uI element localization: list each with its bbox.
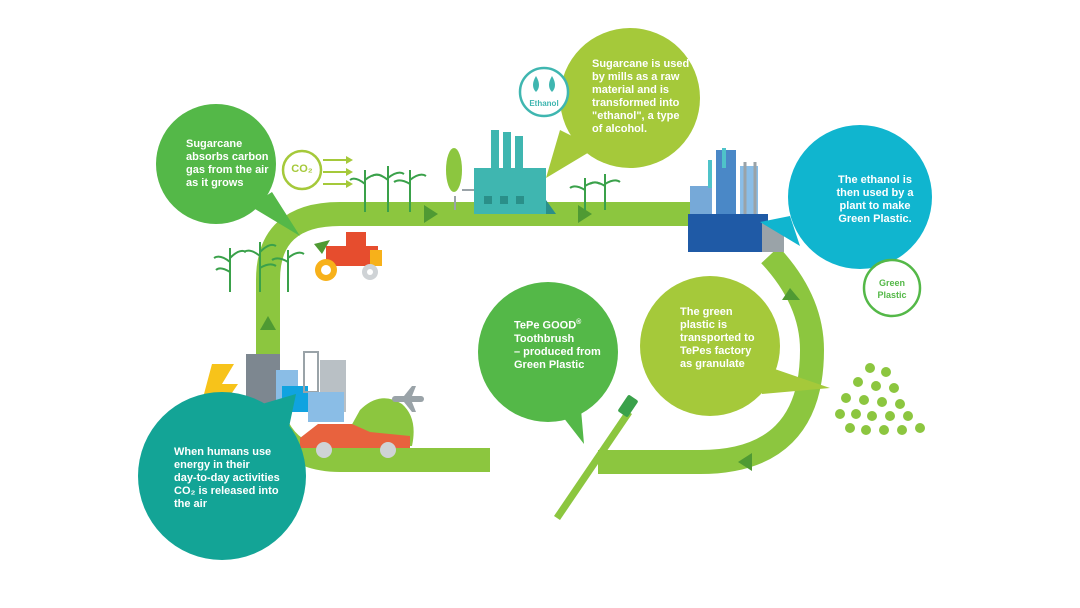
sugarcane-icon [214, 242, 304, 292]
bubble-ethanol-plant-text: The ethanol is then used by a plant to m… [820, 174, 930, 226]
bubble-transported-text: The green plastic is transported to TePe… [680, 306, 780, 371]
green-plastic-badge-icon [864, 260, 920, 316]
green-plastic-label-1: Green [870, 278, 914, 288]
bubble-sugarcane-mills-text: Sugarcane is used by mills as a raw mate… [592, 58, 707, 136]
green-plastic-label-2: Plastic [870, 290, 914, 300]
bubble-sugarcane-absorbs-text: Sugarcane absorbs carbon gas from the ai… [186, 138, 296, 190]
co2-badge-label: CO₂ [286, 163, 318, 175]
factory-icon [455, 130, 556, 214]
toothbrush-title: TePe GOOD [514, 320, 576, 332]
plant-icon [688, 148, 784, 252]
bubble-toothbrush-text: TePe GOOD® Toothbrush – produced from Gr… [514, 316, 614, 372]
toothbrush-registered-mark: ® [576, 319, 581, 326]
tree-icon [446, 148, 462, 192]
bubble-humans-text: When humans use energy in their day-to-d… [174, 446, 304, 511]
toothbrush-description: Toothbrush – produced from Green Plastic [514, 333, 601, 371]
tractor-icon [315, 232, 382, 281]
granulate-icon [835, 363, 925, 435]
ethanol-drops-icon [520, 68, 568, 116]
ethanol-badge-label: Ethanol [524, 99, 564, 108]
